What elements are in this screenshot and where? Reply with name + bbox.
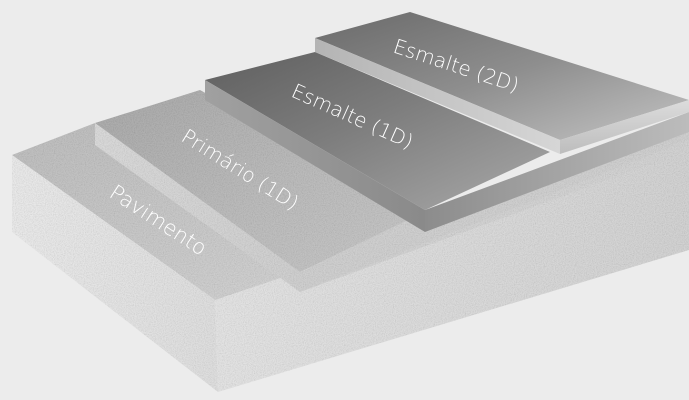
floor-coating-layers-diagram: Pavimento Primário (1D) Esmalte (1D) Esm… bbox=[0, 0, 689, 400]
layers-illustration: Pavimento Primário (1D) Esmalte (1D) Esm… bbox=[0, 0, 689, 400]
